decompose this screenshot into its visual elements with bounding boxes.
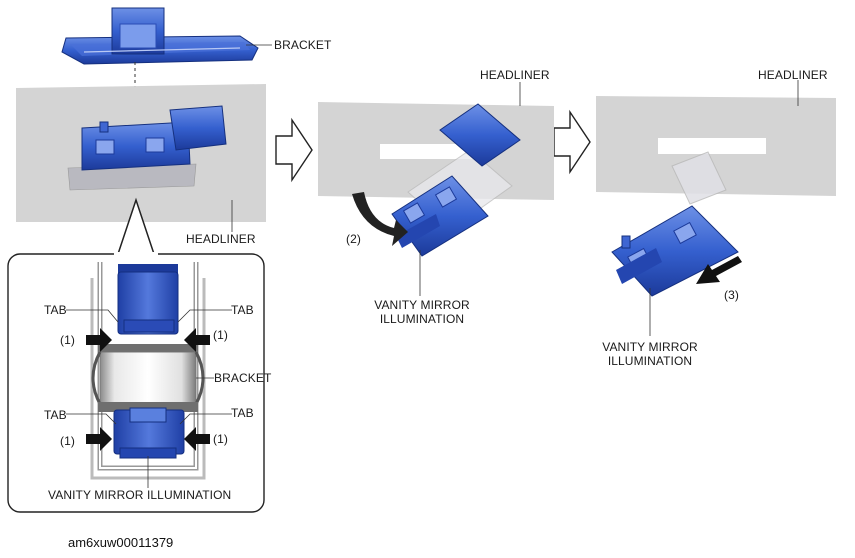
vanity-label-panel-3: VANITY MIRROR ILLUMINATION (598, 340, 702, 368)
vanity-label-panel-2: VANITY MIRROR ILLUMINATION (372, 298, 472, 326)
document-id: am6xuw00011379 (68, 535, 174, 550)
tab-leaders (66, 309, 232, 488)
bracket-metal-band (91, 344, 205, 412)
bracket-top-block (117, 264, 179, 335)
headliner-label-panel-1: HEADLINER (186, 232, 256, 246)
vanity-label-panel-2-line1: VANITY MIRROR (374, 298, 470, 312)
vanity-mirror-illumination-pulled (611, 205, 739, 297)
tab-label-left-top: TAB (44, 303, 67, 317)
tab-label-right-top: TAB (231, 303, 254, 317)
bracket-label: BRACKET (274, 38, 332, 52)
detail-box (7, 252, 265, 513)
headliner-label-panel-2: HEADLINER (480, 68, 550, 82)
pull-arrow-icon (696, 256, 742, 284)
tab-label-right-bottom: TAB (231, 406, 254, 420)
step-arrow-icon (275, 109, 591, 183)
light-bottom-block (113, 407, 185, 459)
step-1-label-right-top: (1) (213, 328, 228, 342)
panel-1 (16, 7, 272, 255)
panel-2 (318, 82, 554, 296)
step-1-label-left-bottom: (1) (60, 434, 75, 448)
vanity-label-panel-2-line2: ILLUMINATION (379, 312, 465, 326)
step-1-label-right-bottom: (1) (213, 432, 228, 446)
bracket-detail-label: BRACKET (214, 371, 272, 385)
vanity-label-panel-3-line1: VANITY MIRROR (602, 340, 698, 354)
push-arrow-icon (86, 328, 210, 451)
vanity-mirror-illumination-part (81, 105, 227, 171)
step-1-label-left-top: (1) (60, 333, 75, 347)
panel-3 (596, 80, 836, 336)
vanity-detail-label: VANITY MIRROR ILLUMINATION (48, 488, 232, 502)
vanity-mirror-illumination-tilted (391, 103, 521, 257)
step-3-label: (3) (724, 288, 739, 302)
step-2-label: (2) (346, 232, 361, 246)
tab-label-left-bottom: TAB (44, 408, 67, 422)
vanity-label-panel-3-line2: ILLUMINATION (607, 354, 693, 368)
rotate-arrow-icon (352, 192, 408, 246)
bracket-part (61, 7, 259, 65)
headliner-label-panel-3: HEADLINER (758, 68, 828, 82)
